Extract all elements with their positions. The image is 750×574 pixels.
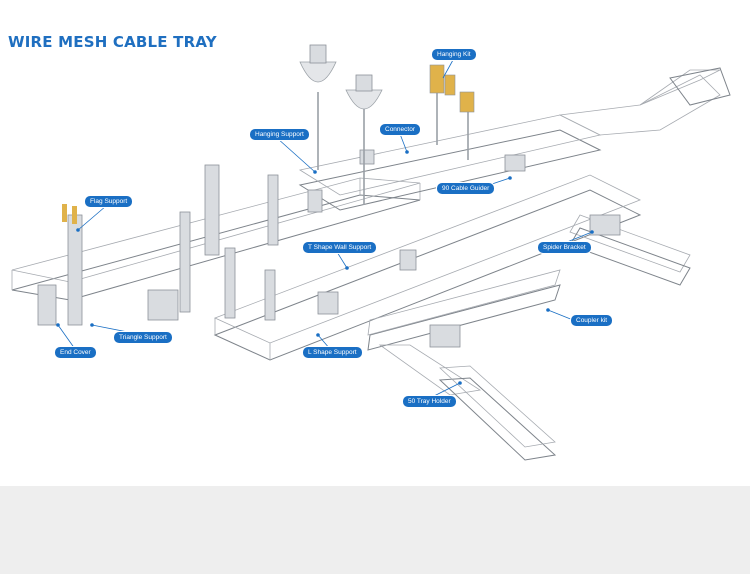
callout-triangle-support: Triangle Support [114, 332, 172, 343]
callout-l-shape-support: L Shape Support [303, 347, 362, 358]
callout-90-cable-guider: 90 Cable Guider [437, 183, 495, 194]
callout-hanging-support: Hanging Support [250, 129, 309, 140]
callout-spider-bracket: Spider Bracket [538, 242, 591, 253]
support-posts [37, 149, 621, 348]
callout-coupler-kit: Coupler kit [571, 315, 613, 326]
callout-t-shape-wall-support: T Shape Wall Support [303, 242, 377, 253]
callout-connector: Connector [380, 124, 420, 135]
page-title: WIRE MESH CABLE TRAY [8, 33, 217, 51]
ceiling-hangers [299, 44, 475, 205]
lower-tray [367, 269, 561, 461]
footer-band [0, 486, 750, 574]
callout-flag-support: Flag Support [85, 196, 133, 207]
upper-tray [298, 67, 731, 211]
callout-hanging-kit: Hanging Kit [432, 49, 476, 60]
middle-tray [213, 174, 642, 361]
callout-end-cover: End Cover [55, 347, 96, 358]
flag-support-bars [62, 204, 77, 224]
callout-50-tray-holder: 50 Tray Holder [403, 396, 456, 407]
